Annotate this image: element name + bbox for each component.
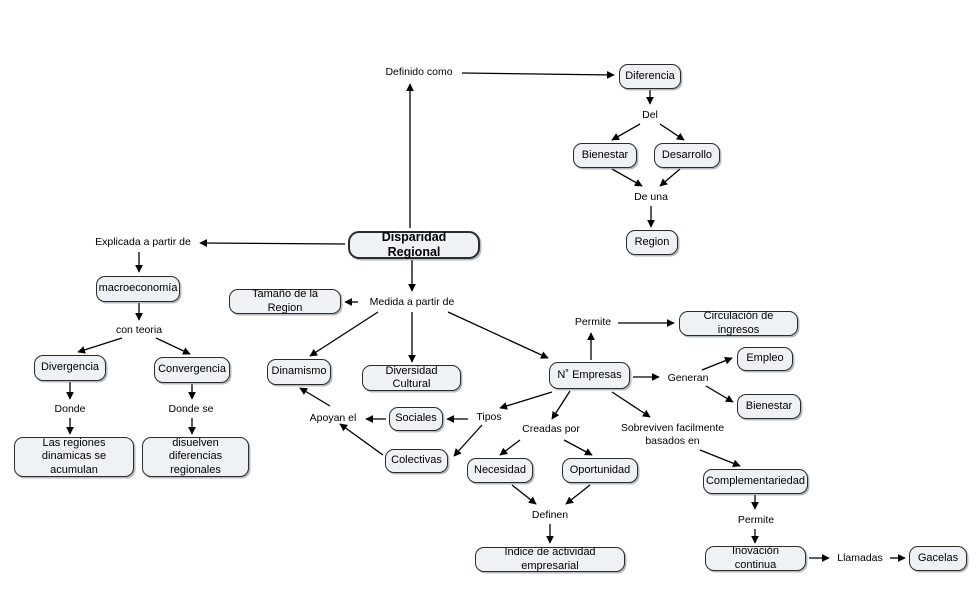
node-regiones[interactable]: Las regiones dinamicas se acumulan	[14, 437, 134, 477]
node-tamano[interactable]: Tamaño de la Region	[229, 288, 341, 314]
edge-del-to-desarrollo	[659, 123, 685, 141]
node-diversidad[interactable]: Diversidad Cultural	[362, 365, 461, 391]
edge-creadas_por-to-oportunidad	[563, 439, 593, 456]
node-root[interactable]: Disparidad Regional	[348, 230, 480, 259]
edge-oportunidad-to-definen	[565, 484, 591, 505]
link-label-tipos: Tipos	[476, 410, 502, 423]
edge-necesidad-to-definen	[511, 484, 537, 505]
node-dinamismo[interactable]: Dinamismo	[267, 359, 331, 385]
edge-creadas_por-to-necesidad	[499, 439, 521, 456]
edge-root-to-explicada	[199, 239, 346, 247]
edge-con_teoria-to-divergencia	[77, 337, 123, 354]
link-label-llamadas: Llamadas	[837, 551, 883, 564]
link-label-con_teoria: con teoria	[115, 323, 163, 336]
link-label-de_una: De una	[634, 190, 668, 203]
link-label-creadas_por: Creadas por	[522, 422, 580, 435]
edge-empresas-to-creadas_por	[551, 390, 571, 420]
node-circulacion[interactable]: Circulación de ingresos	[679, 310, 798, 336]
edge-empresas-to-tipos	[499, 391, 553, 410]
edge-del-to-bienestar1	[611, 123, 641, 141]
link-label-definen: Definen	[531, 508, 569, 521]
edge-sobreviven-to-complement	[699, 449, 741, 468]
node-desarrollo[interactable]: Desarrollo	[654, 143, 720, 168]
edge-empresas-to-sobreviven	[611, 391, 651, 418]
edge-medida-to-dinamismo	[309, 311, 379, 357]
edge-bienestar1-to-de_una	[611, 168, 643, 187]
node-empleo[interactable]: Empleo	[737, 347, 793, 371]
edge-definido_como-to-diferencia	[461, 71, 615, 79]
edge-generan-to-empleo	[701, 356, 733, 371]
link-label-donde: Donde	[54, 402, 86, 415]
edge-colectivas-to-apoyan_el	[339, 423, 384, 456]
node-bienestar2[interactable]: Bienestar	[737, 394, 801, 419]
node-region[interactable]: Region	[626, 230, 678, 255]
node-bienestar1[interactable]: Bienestar	[573, 143, 637, 168]
link-label-donde_se: Donde se	[168, 402, 214, 415]
link-label-permite_1: Permite	[574, 315, 612, 328]
link-label-definido_como: Definido como	[385, 66, 453, 79]
node-oportunidad[interactable]: Oportunidad	[562, 458, 638, 483]
node-necesidad[interactable]: Necesidad	[467, 458, 533, 483]
node-disuelven[interactable]: disuelven diferencias regionales	[142, 437, 249, 477]
node-gacelas[interactable]: Gacelas	[909, 546, 967, 571]
node-complement[interactable]: Complementariedad	[703, 469, 808, 494]
edge-tipos-to-colectivas	[453, 424, 483, 457]
node-diferencia[interactable]: Diferencia	[619, 64, 681, 89]
link-label-apoyan_el: Apoyan el	[309, 411, 357, 424]
node-empresas[interactable]: N˚ Empresas	[549, 362, 630, 389]
link-label-medida: Medida a partir de	[369, 295, 455, 308]
edge-medida-to-empresas	[447, 311, 549, 359]
link-label-explicada: Explicada a partir de	[95, 235, 191, 248]
link-label-generan: Generan	[667, 371, 709, 384]
link-label-sobreviven: Sobreviven facilmente basados en	[620, 421, 725, 447]
edge-desarrollo-to-de_una	[659, 168, 681, 187]
link-label-permite_2: Permite	[737, 513, 775, 526]
node-convergencia[interactable]: Convergencia	[154, 357, 230, 383]
edge-apoyan_el-to-dinamismo	[299, 387, 331, 407]
node-macro[interactable]: macroeconomía	[96, 276, 180, 302]
edge-con_teoria-to-convergencia	[155, 337, 191, 355]
edge-generan-to-bienestar2	[705, 385, 734, 403]
node-sociales[interactable]: Sociales	[389, 407, 443, 431]
node-indice[interactable]: Indice de actividad empresarial	[475, 546, 625, 572]
node-divergencia[interactable]: Divergencia	[34, 355, 106, 381]
link-label-del: Del	[642, 108, 658, 121]
node-colectivas[interactable]: Colectivas	[385, 449, 448, 473]
node-inovacion[interactable]: Inovación continua	[705, 545, 806, 571]
